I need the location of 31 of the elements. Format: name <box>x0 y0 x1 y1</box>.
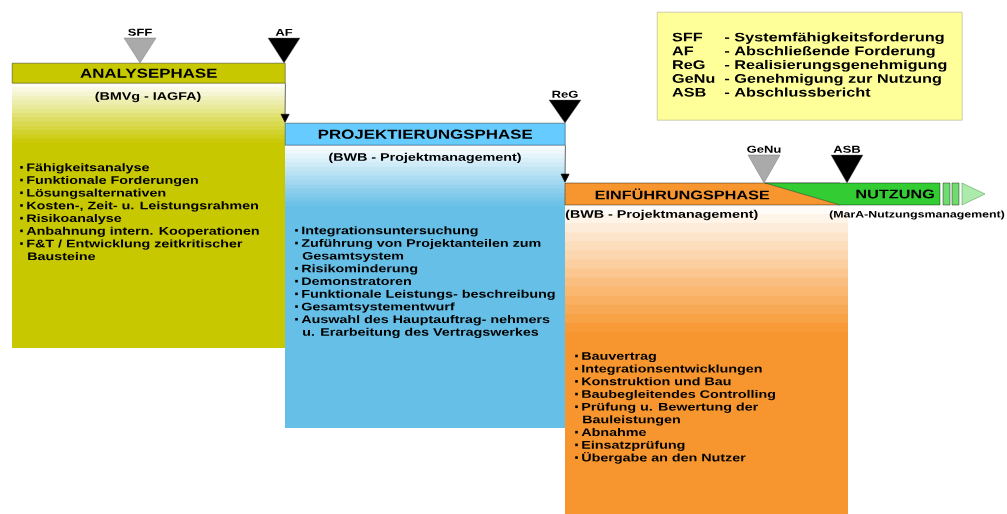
subtitle: (BMVg - IAGFA) <box>95 91 201 103</box>
list-item: Bauvertrag <box>575 352 656 363</box>
subtitle: (BWB - Projektmanagement) <box>565 209 758 221</box>
arrow <box>280 83 290 123</box>
list-item: Konstruktion und Bau <box>575 377 731 386</box>
subtitle: (BWB - Projektmanagement) <box>329 152 521 164</box>
list-item: Auswahl des Hauptauftrag- nehmers u. Erarbeitung des Vertragswerkes <box>295 315 550 339</box>
phase-bar: PROJEKTIERUNGSPHASE <box>285 123 566 146</box>
arrow <box>560 145 570 183</box>
list-item: Risikominderung <box>295 264 418 275</box>
list-item: Prüfung u. Bewertung der Bauleistungen <box>575 402 758 426</box>
list-item: Integrationsentwicklungen <box>575 364 762 375</box>
subtitle: (MarA-Nutzungsmanagement) <box>829 210 1005 220</box>
phase-bar: ANALYSEPHASE <box>12 63 286 84</box>
list-item: Zuführung von Projektanteilen zum Gesamtsystem <box>295 238 541 262</box>
list-item: Integrationsuntersuchung <box>295 226 478 237</box>
list-item: Baubegleitendes Controlling <box>575 389 775 401</box>
list-item: F&T / Entwicklung zeitkritischer Bausteine <box>20 239 243 261</box>
legend-box: SFF - Systemfähigkeitsforderung AF - Abschließende Forderung ReG - Realisierungsgenehmigung GeNu - Genehmigung zur Nutzung ASB - Abschlussbericht <box>657 12 963 121</box>
list-item: Funktionale Forderungen <box>20 175 198 187</box>
list-item: Gesamtsystementwurf <box>295 302 455 313</box>
list-item: Funktionale Leistungs- beschreibung <box>295 289 555 300</box>
list-item: Demonstratoren <box>295 277 411 286</box>
list-item: Fähigkeitsanalyse <box>20 163 149 174</box>
list-item: Anbahnung intern. Kooperationen <box>20 226 259 237</box>
list-item: Abnahme <box>575 428 646 437</box>
list-item: Kosten-, Zeit- u. Leistungsrahmen <box>20 201 258 212</box>
list-item: Übergabe an den Nutzer <box>575 451 746 464</box>
list-item: Einsatzprüfung <box>575 440 685 451</box>
list-item: Risikoanalyse <box>20 214 122 225</box>
list-item: Lösungsalternativen <box>20 188 166 199</box>
